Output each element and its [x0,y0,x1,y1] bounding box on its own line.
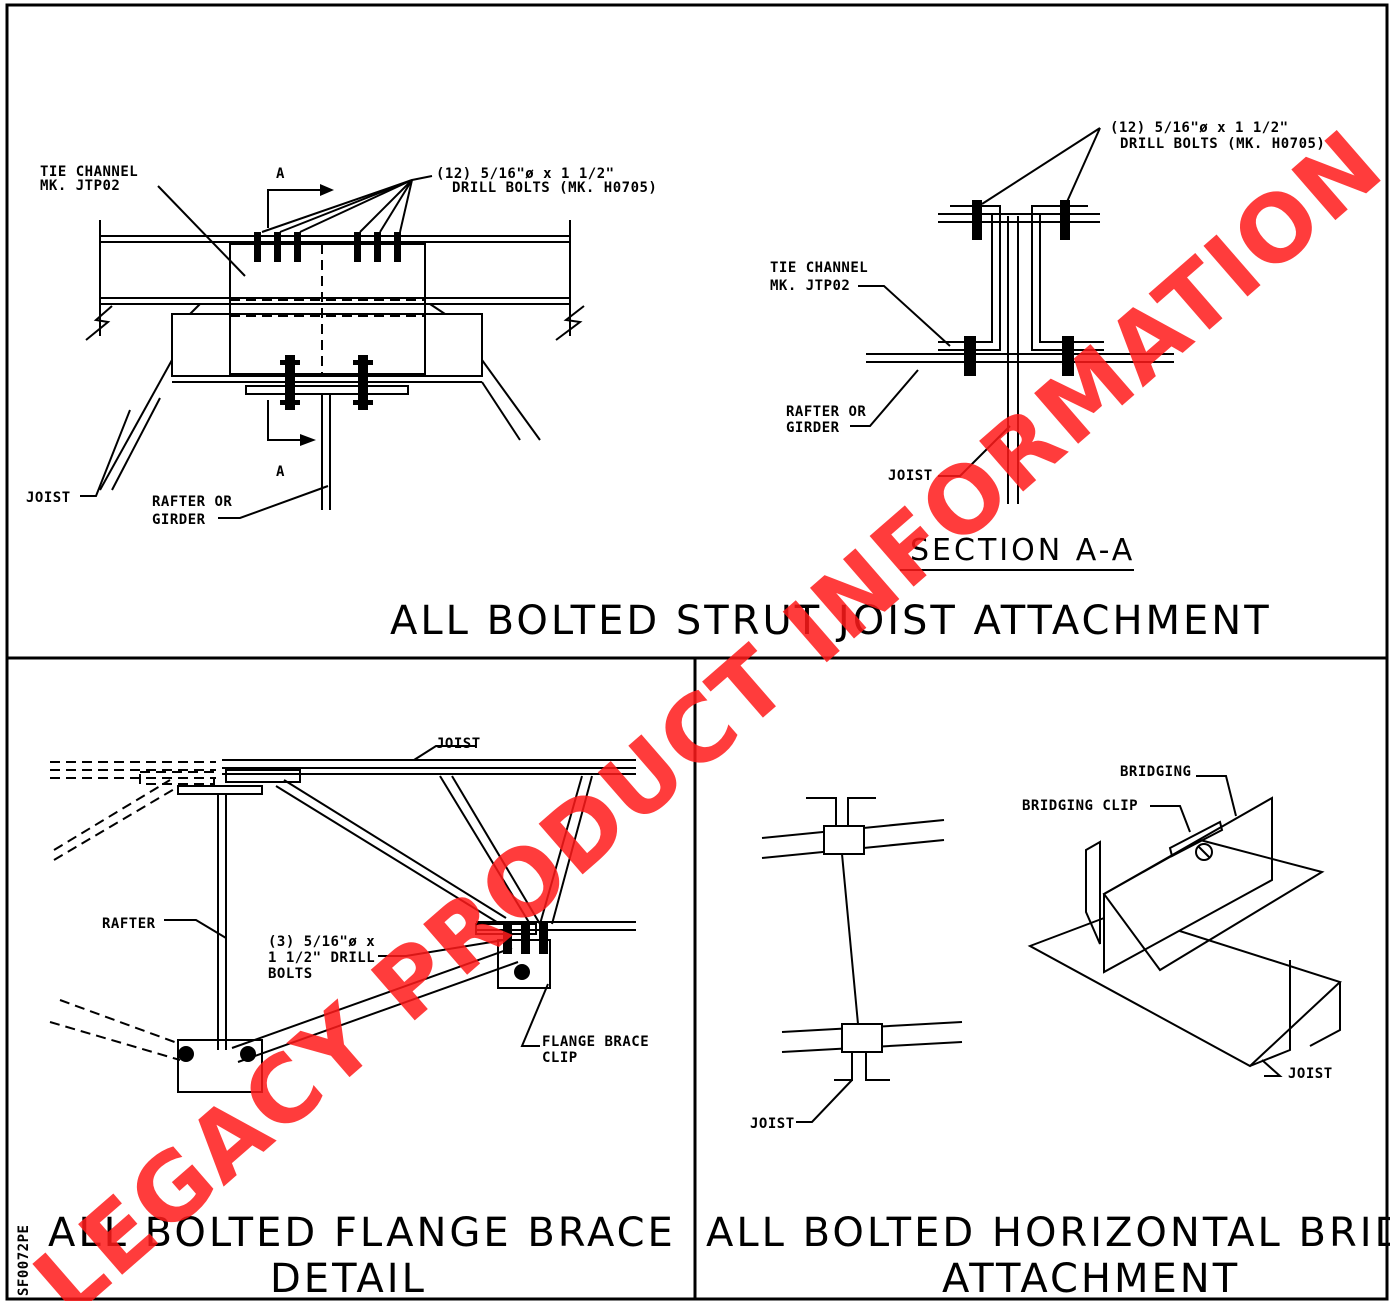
flange-bolts-drill-label: 1 1/2" DRILL [268,950,375,966]
legacy-watermark: LEGACY PRODUCT INFORMATION [14,110,1390,1301]
bridging-clip-label: BRIDGING CLIP [1022,798,1138,814]
section-rafter-label: RAFTER OR [786,404,866,420]
top-bolts [254,232,401,262]
flange-joist-label: JOIST [436,736,481,752]
bridging-isometric-view: BRIDGING BRIDGING CLIP JOIST [1022,764,1342,1082]
section-marker-bottom: A [276,464,285,480]
girder-label: GIRDER [152,512,206,528]
bottom-bolts [280,355,373,410]
bridging-title: ALL BOLTED HORIZONTAL BRIDGING [706,1210,1390,1256]
section-tie-channel-label: TIE CHANNEL [770,260,868,276]
sheet-frame [5,3,1389,1301]
section-title: SECTION A-A [910,533,1135,568]
bolts-mark-label: DRILL BOLTS (MK. H0705) [452,180,657,196]
section-bolts-mark-label: DRILL BOLTS (MK. H0705) [1120,136,1325,152]
rafter-label: RAFTER OR [152,494,232,510]
section-marker-top: A [276,166,285,182]
strut-joist-plan-view: A A TIE CHANNEL MK. JTP02 (12) 5/16"ø x … [26,164,657,528]
flange-bolts-word-label: BOLTS [268,966,313,982]
bridging-label: BRIDGING [1120,764,1191,780]
section-cut-marker: A A [267,166,334,480]
flange-brace-detail: JOIST RAFTER (3) 5/16"ø x 1 1/2" DRILL B… [49,736,649,1093]
section-joist-label: JOIST [888,468,933,484]
flange-clip-label: CLIP [542,1050,578,1066]
sheet-code: SF0072PE [16,1225,32,1296]
section-a-a-view: (12) 5/16"ø x 1 1/2" DRILL BOLTS (MK. H0… [770,120,1325,571]
flange-bolts-label: (3) 5/16"ø x [268,934,375,950]
section-bolts-label: (12) 5/16"ø x 1 1/2" [1110,120,1289,136]
flange-brace-title: ALL BOLTED FLANGE BRACE [48,1210,676,1256]
joist-label: JOIST [26,490,71,506]
section-girder-label: GIRDER [786,420,840,436]
horizontal-bridging-detail: JOIST BRIDGING BRIDGING CLIP JOIST [750,764,1342,1132]
bolts-label: (12) 5/16"ø x 1 1/2" [436,166,615,182]
rafter-label: RAFTER [102,916,156,932]
bridging-plan-view: JOIST [750,797,963,1132]
bridging-joist-right-label: JOIST [1288,1066,1333,1082]
flange-brace-title-2: DETAIL [270,1256,427,1301]
strut-joist-title: ALL BOLTED STRUT JOIST ATTACHMENT [390,598,1272,644]
bridging-title-2: ATTACHMENT [942,1256,1240,1301]
flange-brace-clip-label: FLANGE BRACE [542,1034,649,1050]
section-tie-channel-mark-label: MK. JTP02 [770,278,850,294]
tie-channel-mark-label: MK. JTP02 [40,178,120,194]
bridging-joist-left-label: JOIST [750,1116,795,1132]
tie-channel-label: TIE CHANNEL [40,164,138,180]
